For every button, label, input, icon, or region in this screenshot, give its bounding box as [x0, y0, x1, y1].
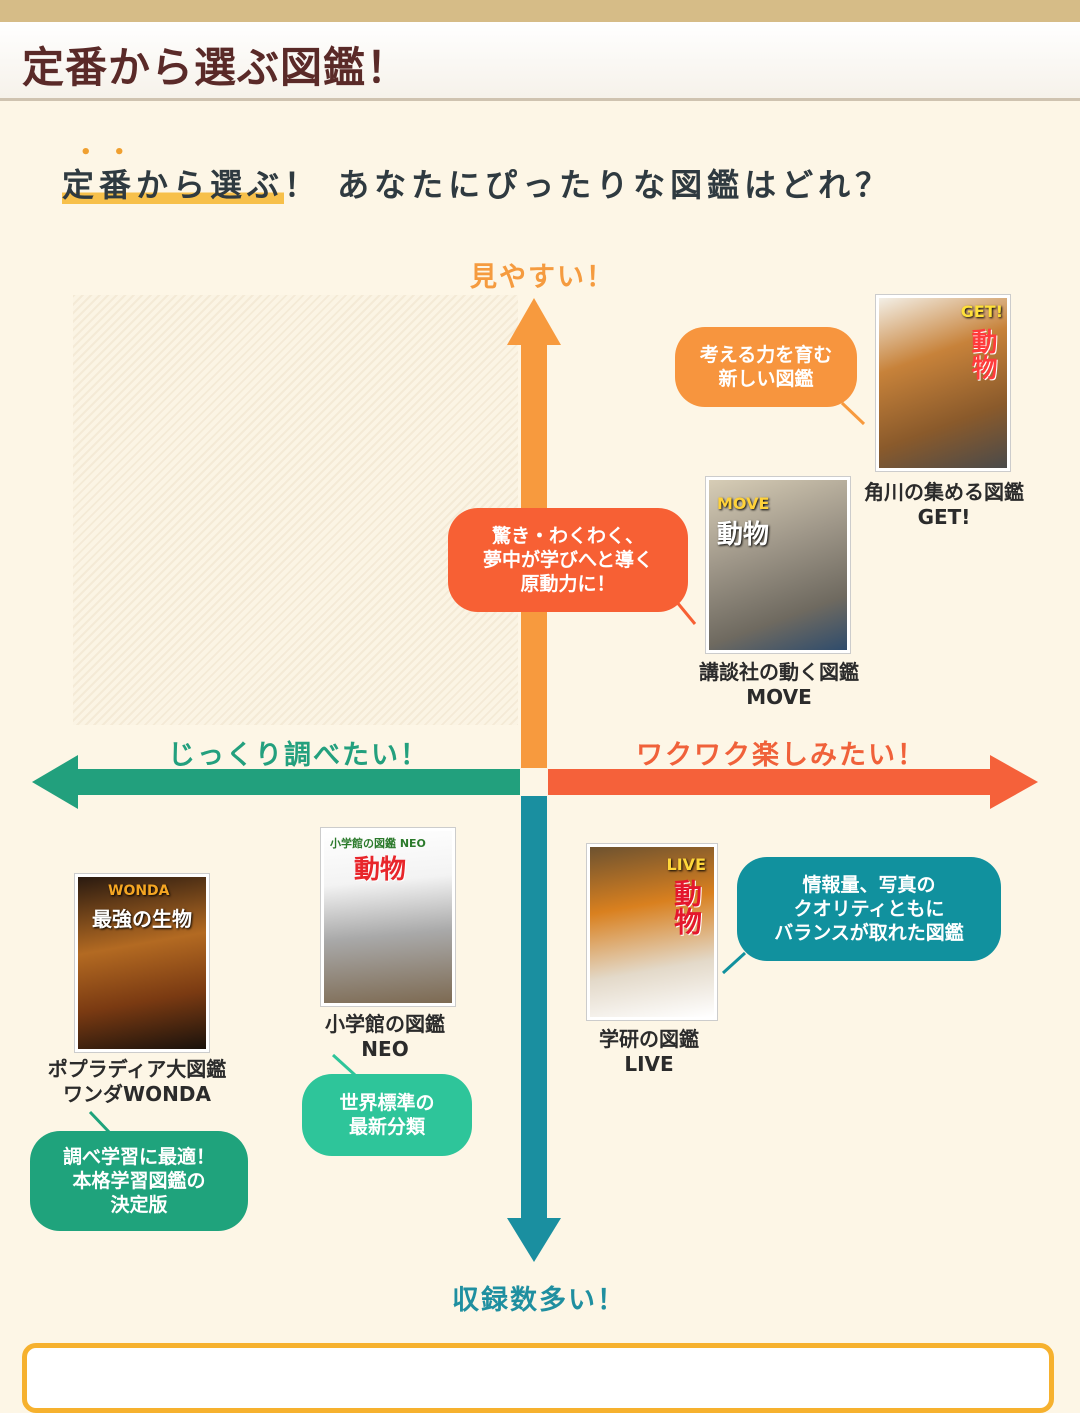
axis-left-shaft — [74, 769, 520, 795]
cover-title-wonda: 最強の生物 — [92, 907, 192, 931]
caption-wonda-line1: ポプラディア大図鑑 — [47, 1057, 227, 1081]
axis-right-arrowhead — [990, 755, 1038, 809]
bubble-neo-line1: 世界標準の — [339, 1092, 435, 1114]
caption-live-line1: 学研の図鑑 — [599, 1027, 699, 1051]
book-cover-live[interactable]: LIVE 動物 — [587, 844, 717, 1020]
section-title: 定番から選ぶ図鑑！ — [22, 43, 410, 92]
section-header: 定番から選ぶ図鑑！ — [0, 22, 1080, 101]
bubble-get-line1: 考える力を育む — [699, 344, 833, 366]
cover-title-get: 動物 — [967, 328, 997, 380]
next-section-box — [22, 1343, 1054, 1413]
bubble-neo-line2: 最新分類 — [348, 1116, 425, 1138]
caption-neo-line2: NEO — [361, 1037, 409, 1061]
bubble-move: 驚き・わくわく、 夢中が学びへと導く 原動力に！ — [448, 508, 688, 612]
subtitle-highlight: 定番から選ぶ — [62, 166, 285, 204]
axis-down-shaft — [521, 796, 547, 1224]
bubble-wonda: 調べ学習に最適！ 本格学習図鑑の 決定版 — [30, 1131, 248, 1231]
subtitle-rest: ！ あなたにぴったりな図鑑はどれ？ — [284, 166, 893, 204]
bubble-move-line1: 驚き・わくわく、 — [491, 525, 644, 547]
book-cover-neo[interactable]: 小学館の図鑑 NEO 動物 — [321, 828, 455, 1006]
bubble-live-line1: 情報量、写真の — [802, 874, 936, 896]
axis-label-down: 収録数多い！ — [452, 1285, 626, 1316]
bubble-wonda-line1: 調べ学習に最適！ — [62, 1146, 215, 1168]
caption-get-line1: 角川の集める図鑑 — [864, 480, 1024, 504]
cover-badge-neo: 小学館の図鑑 NEO — [330, 837, 426, 850]
book-cover-move[interactable]: MOVE 動物 — [706, 477, 850, 653]
axis-right-shaft — [548, 769, 994, 795]
caption-get: 角川の集める図鑑 GET! — [852, 480, 1036, 530]
caption-wonda: ポプラディア大図鑑 ワンダWONDA — [34, 1057, 240, 1107]
caption-move-line1: 講談社の動く図鑑 — [699, 660, 859, 684]
tail-move — [674, 600, 697, 625]
bubble-wonda-line2: 本格学習図鑑の — [72, 1170, 206, 1192]
cover-badge-wonda: WONDA — [108, 883, 170, 899]
axis-down-arrowhead — [507, 1218, 561, 1262]
cover-badge-get: GET! — [960, 302, 1003, 321]
caption-move-line2: MOVE — [746, 685, 812, 709]
tail-live — [721, 951, 747, 975]
bubble-get: 考える力を育む 新しい図鑑 — [675, 327, 857, 407]
cover-title-neo: 動物 — [354, 855, 407, 885]
bubble-move-line3: 原動力に！ — [520, 573, 616, 595]
emphasis-dots: •• — [80, 142, 148, 163]
caption-neo: 小学館の図鑑 NEO — [300, 1012, 470, 1062]
caption-live: 学研の図鑑 LIVE — [574, 1027, 724, 1077]
caption-neo-line1: 小学館の図鑑 — [325, 1012, 445, 1036]
caption-live-line2: LIVE — [624, 1052, 674, 1076]
bubble-neo: 世界標準の 最新分類 — [302, 1074, 472, 1156]
cover-title-live: 動物 — [670, 879, 703, 935]
tail-get — [840, 401, 866, 426]
axis-label-right: ワクワク楽しみたい！ — [636, 740, 926, 771]
bubble-get-line2: 新しい図鑑 — [718, 368, 814, 390]
caption-move: 講談社の動く図鑑 MOVE — [690, 660, 868, 710]
bubble-wonda-line3: 決定版 — [110, 1194, 168, 1216]
hatched-empty-quadrant — [73, 295, 518, 725]
axis-label-left: じっくり調べたい！ — [168, 740, 429, 771]
tail-wonda — [88, 1110, 112, 1135]
book-cover-wonda[interactable]: WONDA 最強の生物 — [75, 874, 209, 1052]
caption-get-line2: GET! — [917, 505, 971, 529]
caption-wonda-line2: ワンダWONDA — [63, 1082, 211, 1106]
cover-badge-live: LIVE — [666, 855, 706, 874]
top-accent-bar — [0, 0, 1080, 22]
bubble-live-line2: クオリティともに — [793, 898, 945, 920]
book-cover-get[interactable]: GET! 動物 — [876, 295, 1010, 471]
axis-left-arrowhead — [32, 755, 78, 809]
cover-badge-move: MOVE — [717, 494, 770, 513]
bubble-live-line3: バランスが取れた図鑑 — [774, 922, 964, 944]
axis-label-up: 見やすい！ — [470, 262, 615, 293]
page-subtitle: •• 定番から選ぶ！ あなたにぴったりな図鑑はどれ？ — [62, 142, 893, 206]
bubble-move-line2: 夢中が学びへと導く — [482, 549, 654, 571]
bubble-live: 情報量、写真の クオリティともに バランスが取れた図鑑 — [737, 857, 1001, 961]
cover-title-move: 動物 — [717, 520, 770, 550]
